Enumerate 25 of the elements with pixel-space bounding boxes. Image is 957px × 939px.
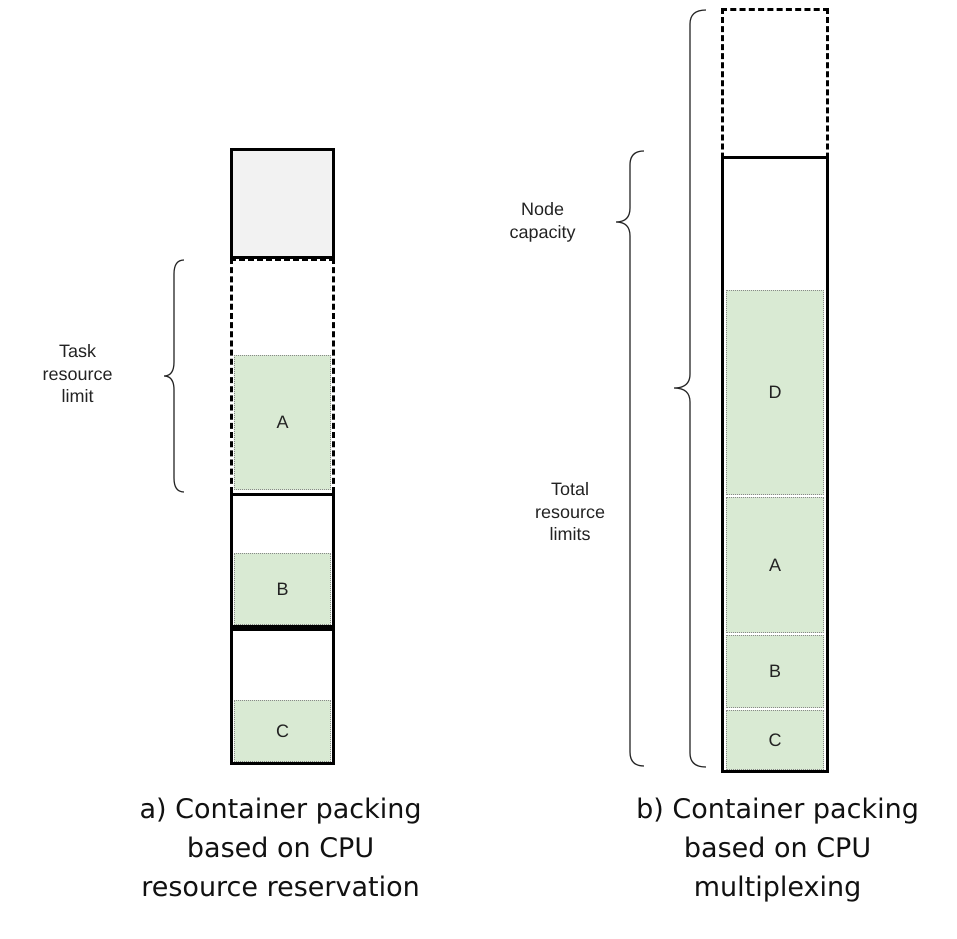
limit-outline — [721, 8, 829, 773]
reserved-block — [230, 148, 335, 259]
container-block — [726, 497, 824, 633]
container-block — [234, 553, 331, 625]
container-block — [726, 290, 824, 495]
node-column — [721, 156, 829, 773]
container-block — [726, 635, 824, 708]
container-label: B — [276, 578, 288, 600]
container-label: C — [768, 730, 782, 750]
annotation-text: Task resource limit — [41, 340, 114, 408]
container-label: A — [768, 554, 781, 576]
container-block — [234, 700, 331, 762]
reservation-slot — [230, 493, 335, 628]
reservation-slot — [230, 628, 335, 765]
caption-text: b) Container packing based on CPU multiplexing — [635, 793, 920, 906]
container-label: A — [276, 412, 288, 433]
annotation-text: Total resource limits — [534, 478, 606, 546]
container-block — [726, 710, 824, 770]
container-label: D — [768, 382, 782, 403]
container-label: B — [768, 661, 781, 682]
limit-slot — [230, 258, 335, 493]
caption-text: a) Container packing based on CPU resource reservation — [138, 793, 423, 906]
container-label: C — [276, 720, 289, 742]
container-block — [234, 355, 331, 490]
annotation-text: Node capacity — [508, 198, 577, 243]
